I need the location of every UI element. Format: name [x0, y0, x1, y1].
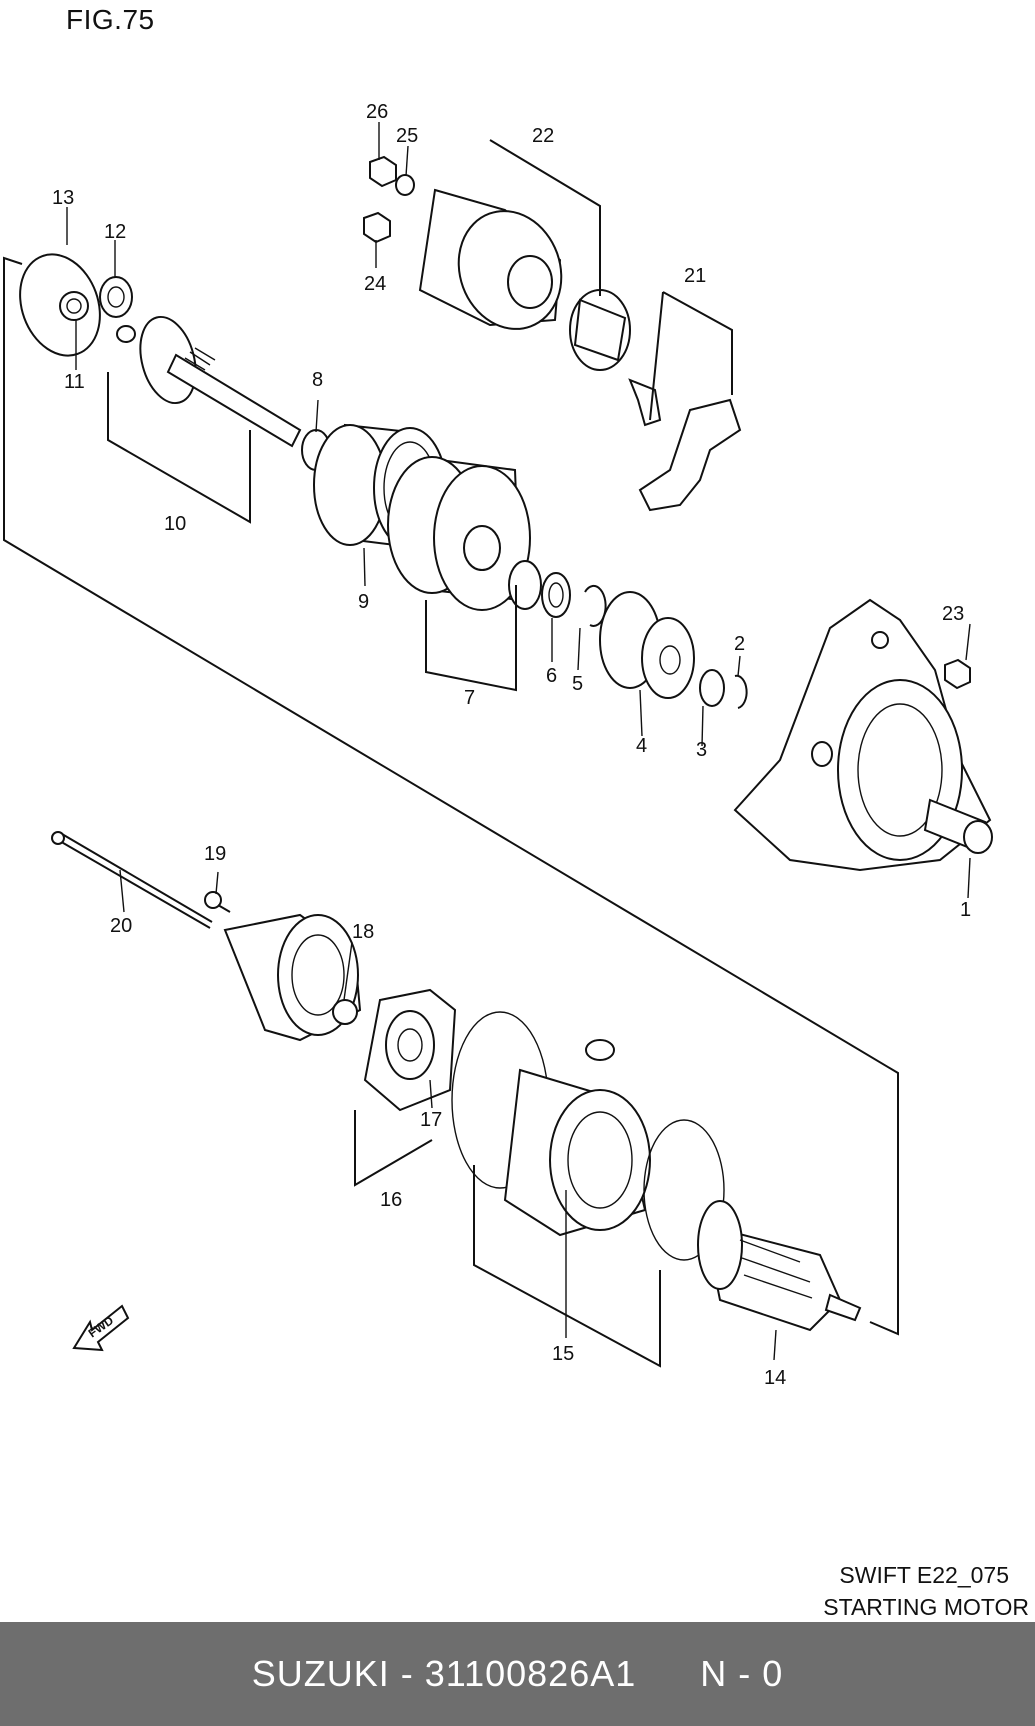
- part-19-screw: [204, 891, 231, 913]
- footer-code: N - 0: [700, 1653, 784, 1694]
- callout-18: 18: [352, 921, 374, 943]
- callout-24: 24: [364, 273, 386, 295]
- callout-17: 17: [420, 1109, 442, 1131]
- part-26-nut: [369, 155, 397, 188]
- assembly-bracket: [3, 256, 899, 1336]
- part-22-magnetic-switch: [418, 139, 631, 371]
- part-18-end-frame: [223, 913, 362, 1042]
- leader-lines: [66, 122, 971, 1361]
- part-9-ring-gear: [313, 423, 447, 550]
- part-5-snap-ring: [584, 584, 607, 627]
- part-10-pinion-shaft: [107, 315, 302, 524]
- callout-6: 6: [546, 665, 557, 687]
- fwd-arrow-icon: FWD: [72, 1304, 130, 1352]
- exploded-parts-diagram: FWD 1 2 3 4 5 6 7 8 9 10 11 12 13 14 15 …: [3, 101, 993, 1389]
- callout-16: 16: [380, 1189, 402, 1211]
- callout-12: 12: [104, 221, 126, 243]
- callout-20: 20: [110, 915, 132, 937]
- part-13-cover: [19, 253, 101, 357]
- section-name: STARTING MOTOR: [823, 1594, 1029, 1620]
- callout-5: 5: [572, 673, 583, 695]
- footer-part-number: SUZUKI - 31100826A1: [251, 1653, 637, 1694]
- part-20-through-bolt: [51, 831, 213, 929]
- part-25-washer: [395, 174, 415, 196]
- figure-title: FIG.75: [66, 4, 155, 35]
- part-16-brush-holder: [354, 988, 457, 1187]
- callout-7: 7: [464, 687, 475, 709]
- part-15-yoke: [451, 1011, 725, 1368]
- callout-2: 2: [734, 633, 745, 655]
- footer-bar: SUZUKI - 31100826A1 N - 0: [0, 1622, 1035, 1726]
- callout-1: 1: [960, 899, 971, 921]
- part-12-gear: [99, 276, 133, 318]
- callout-22: 22: [532, 125, 554, 147]
- callout-15: 15: [552, 1343, 574, 1365]
- callout-10: 10: [164, 513, 186, 535]
- callout-9: 9: [358, 591, 369, 613]
- callout-19: 19: [204, 843, 226, 865]
- callout-4: 4: [636, 735, 647, 757]
- callout-14: 14: [764, 1367, 786, 1389]
- callout-25: 25: [396, 125, 418, 147]
- part-23-nut: [944, 658, 971, 690]
- part-3-stop-collar: [699, 669, 725, 707]
- part-24-nut: [363, 211, 391, 244]
- part-14-armature: [697, 1200, 862, 1332]
- part-4-clutch: [599, 591, 695, 699]
- part-21-lever: [628, 291, 742, 512]
- model-code: SWIFT E22_075: [839, 1562, 1009, 1588]
- callout-26: 26: [366, 101, 388, 123]
- callout-3: 3: [696, 739, 707, 761]
- part-6-washer: [541, 572, 571, 618]
- callout-21: 21: [684, 265, 706, 287]
- part-7-gear-carrier: [387, 456, 542, 692]
- callout-8: 8: [312, 369, 323, 391]
- callout-23: 23: [942, 603, 964, 625]
- part-2-ring: [734, 674, 748, 709]
- callout-11: 11: [64, 371, 85, 393]
- callout-13: 13: [52, 187, 74, 209]
- part-1-housing: [733, 598, 993, 872]
